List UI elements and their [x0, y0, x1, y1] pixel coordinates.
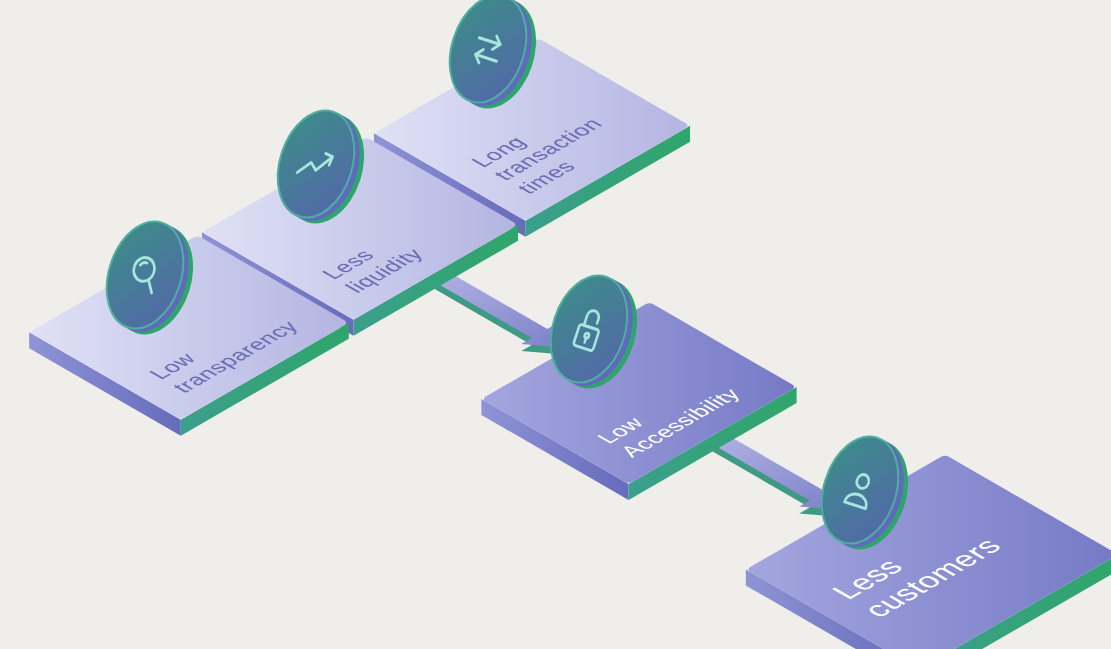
arrow-body	[430, 270, 564, 347]
icon-stroke	[473, 48, 483, 63]
coin-face	[265, 101, 367, 228]
coin-icon	[519, 249, 659, 409]
icon-stroke	[297, 148, 333, 182]
icon-stroke	[844, 491, 868, 509]
icon-stroke	[585, 338, 587, 343]
icon-stroke	[130, 255, 157, 284]
flow-arrow	[430, 270, 564, 354]
coin-icon	[246, 84, 386, 244]
coin-face	[437, 0, 539, 112]
icon-stroke	[492, 36, 502, 51]
tile-label: Less customers	[824, 502, 1034, 623]
tile-label: Low Accessibility	[592, 360, 768, 461]
icon-stroke	[145, 280, 155, 293]
icon-stroke	[140, 261, 147, 267]
icon-stroke	[323, 153, 333, 165]
coin-face	[94, 212, 196, 339]
coin-icon	[75, 195, 215, 355]
coin-face	[809, 427, 911, 554]
tile-text-plane: Low Accessibility	[482, 302, 797, 484]
coin-face	[538, 266, 640, 393]
icon-stroke	[584, 309, 601, 329]
coin-icon	[418, 0, 558, 129]
icon-stroke	[573, 324, 599, 351]
tile-label: Low transparency	[144, 295, 320, 396]
icon-stroke	[855, 473, 871, 490]
tile-text-plane: Less customers	[746, 455, 1111, 649]
